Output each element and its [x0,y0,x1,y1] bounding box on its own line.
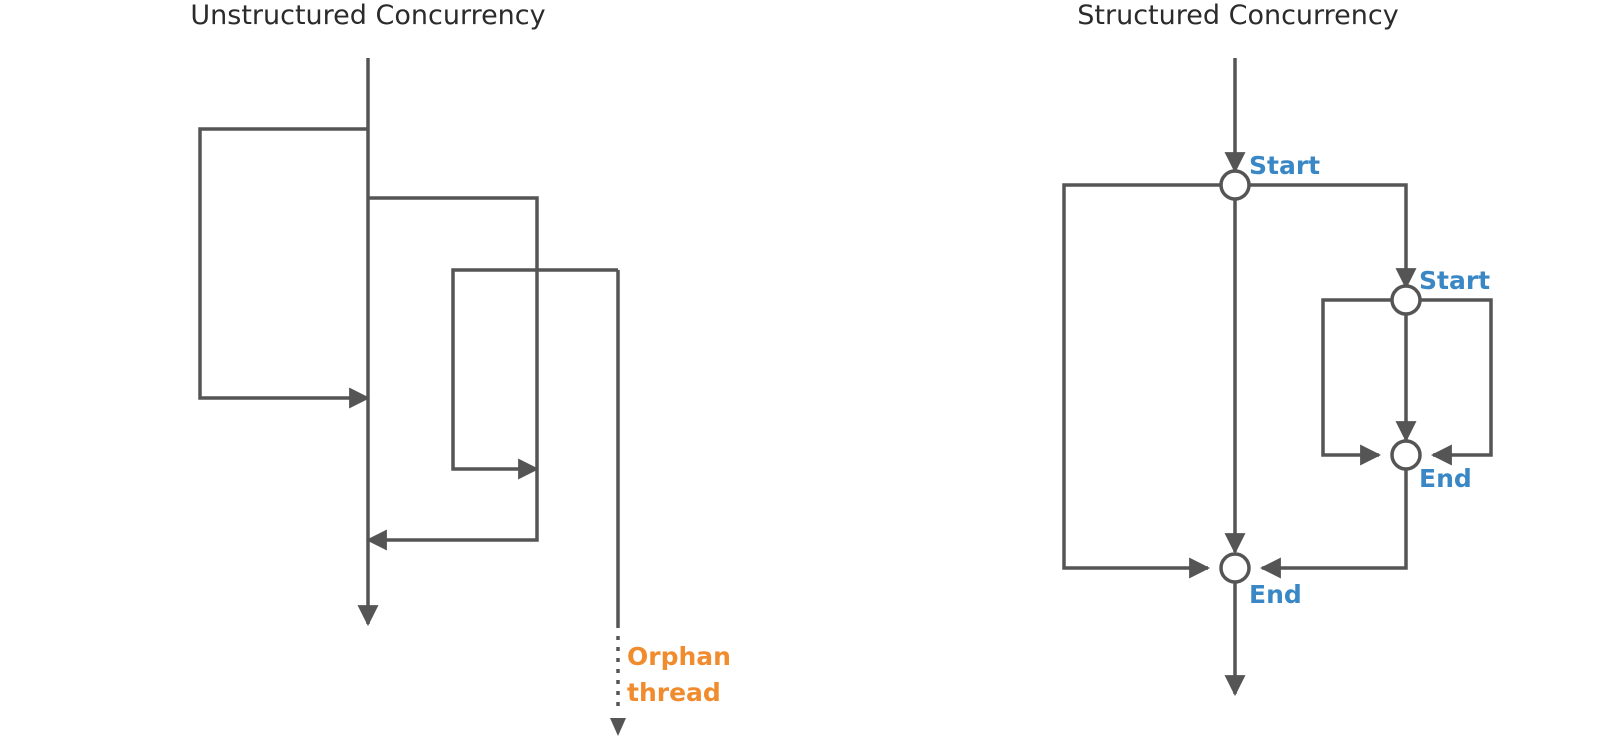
inner-left-loop [1321,298,1392,466]
structured-title: Structured Concurrency [1077,0,1398,31]
nested-thread-loop [451,268,618,480]
forked-thread-right-loop [365,196,539,551]
outer-left-loop [1062,183,1221,579]
outer-end-label: End [1249,580,1302,609]
inner-to-outer-end-line [1259,469,1408,579]
inner-start-label: Start [1419,266,1490,295]
unstructured-title: Unstructured Concurrency [190,0,545,31]
orphan-thread-label-line1: Orphan [627,642,731,671]
inner-end-label: End [1419,464,1472,493]
outer-start-label: Start [1249,151,1320,180]
structured-concurrency-panel: Structured Concurrency Start Start End E… [1062,0,1493,697]
outer-right-branch [1249,183,1417,290]
inner-end-node [1390,439,1422,471]
orphan-thread-arrowhead [610,718,626,736]
unstructured-concurrency-panel: Unstructured Concurrency Orphan thread [190,0,731,736]
orphan-thread-label-line2: thread [627,678,721,707]
inner-start-node [1390,284,1422,316]
inner-right-loop [1420,298,1493,466]
outer-end-node [1219,552,1251,584]
outer-start-node [1219,169,1251,201]
forked-thread-left-loop [198,127,371,409]
